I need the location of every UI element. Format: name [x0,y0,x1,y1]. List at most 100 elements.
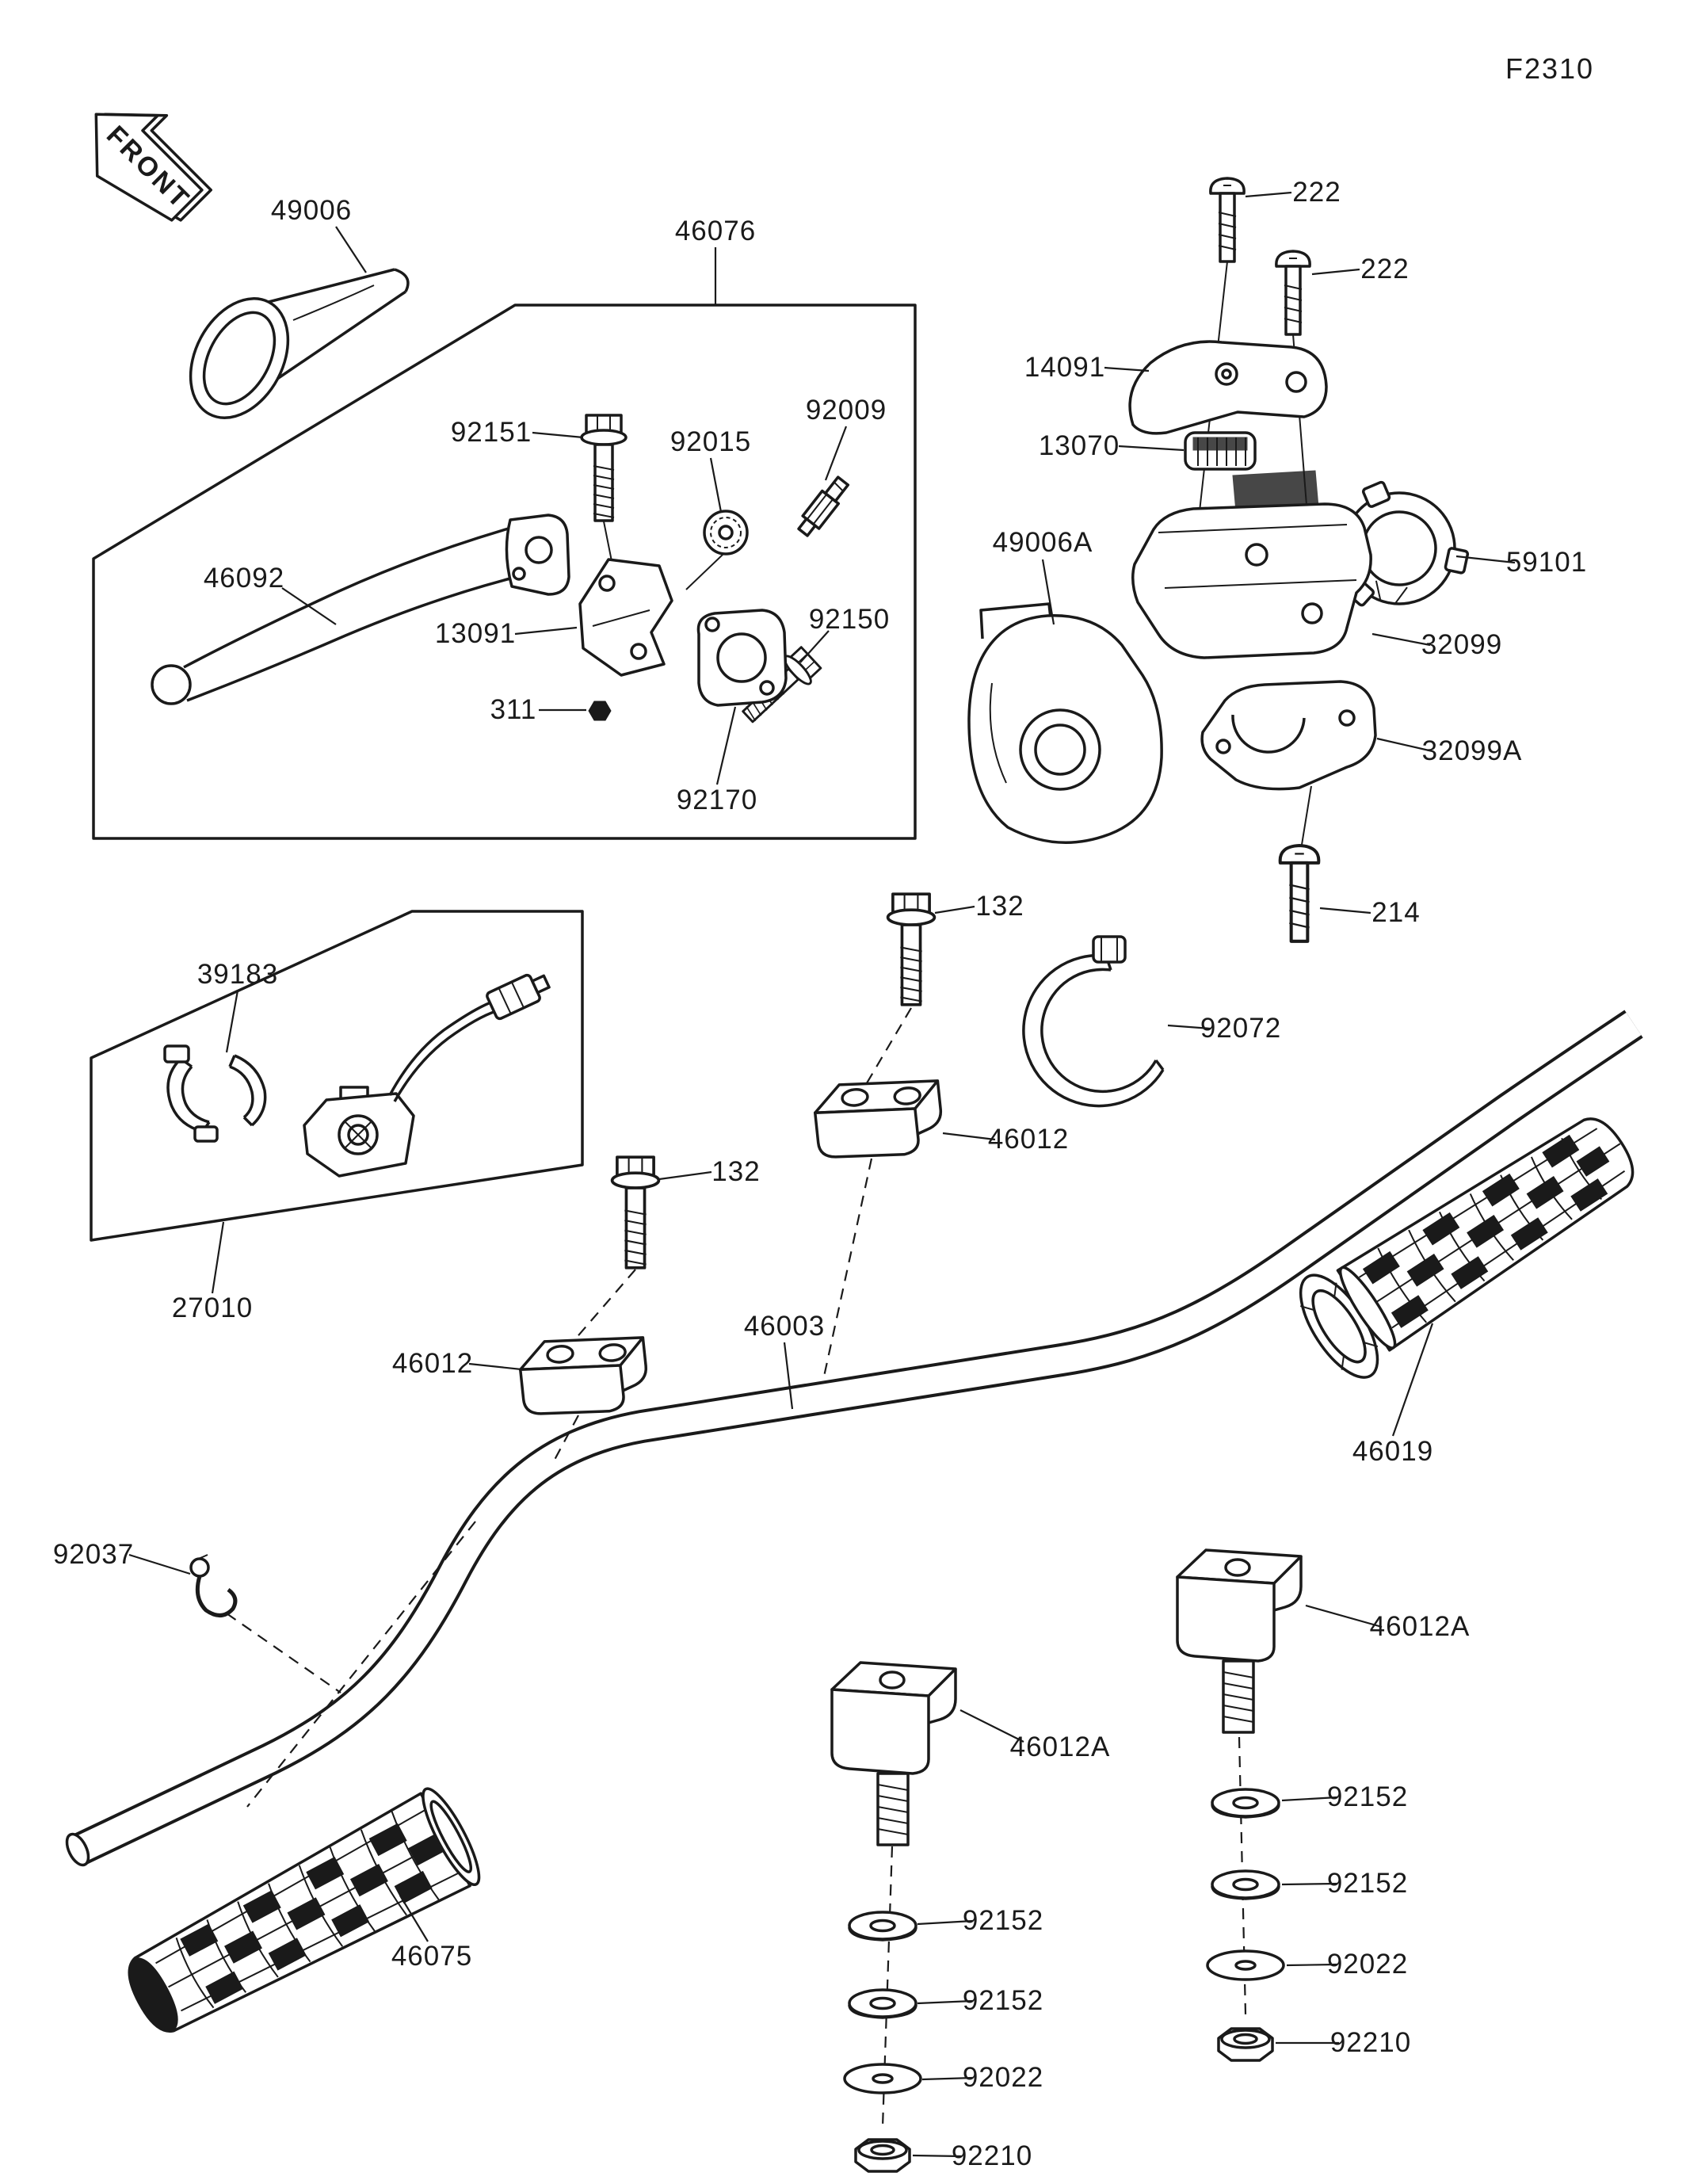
clamp-46012-b [516,1330,652,1422]
nut-92210-l [854,2138,911,2173]
part-label-92170-9: 92170 [676,785,758,815]
part-label-311-7: 311 [490,694,537,725]
screw-222-a [1209,177,1246,263]
part-label-92072-20: 92072 [1200,1013,1282,1044]
leader-line-132-23 [658,1170,712,1181]
leader-line-92210-38 [912,2154,963,2158]
part-label-222-11: 222 [1360,254,1410,284]
leader-line-92152-31 [1281,1796,1338,1802]
part-label-92015-3: 92015 [670,426,752,457]
lever-assy-box-46076 [92,304,917,840]
holder-46012a-right [1176,1548,1303,1734]
part-label-92152-35: 92152 [962,1905,1044,1936]
lever-boot-49006 [189,268,410,419]
part-label-92152-31: 92152 [1326,1781,1409,1812]
leader-line-46003-25 [783,1342,794,1410]
lever-holder-13091 [578,558,673,677]
leader-line-32099-16 [1371,632,1431,647]
leader-line-49006-0 [335,226,367,273]
guard-bracket-14091 [1128,340,1328,435]
leader-line-92037-28 [128,1553,191,1575]
switch-connector [486,973,551,1021]
part-label-32099-16: 32099 [1421,629,1503,660]
leader-line-13091-6 [514,626,578,636]
housing-32099 [1131,470,1372,659]
part-label-46012a-29: 46012A [1369,1611,1471,1642]
part-label-46012a-30: 46012A [1009,1732,1111,1762]
washer-92152-l1 [848,1911,917,1942]
part-label-132-23: 132 [711,1156,761,1187]
part-label-59101-15: 59101 [1505,547,1588,578]
leader-line-46092-5 [281,587,337,625]
bolt-132-a [886,892,937,1006]
part-label-32099a-17: 32099A [1421,735,1523,766]
part-label-92210-34: 92210 [1329,2027,1412,2058]
leader-line-214-18 [1319,907,1371,914]
knurled-nut-13070 [1184,431,1257,471]
nut-311 [588,701,612,721]
nut-92210-r [1217,2027,1274,2062]
leader-lines [128,191,1516,2158]
washer-92022-r [1206,1949,1285,1981]
part-label-46092-5: 46092 [203,563,285,594]
part-label-46075-39: 46075 [391,1941,473,1972]
leader-line-14091-12 [1104,366,1150,372]
part-label-92150-8: 92150 [808,604,891,635]
part-label-92022-37: 92022 [962,2062,1044,2093]
clamp-39183 [163,1044,267,1143]
part-label-92152-36: 92152 [962,1985,1044,2016]
screw-214 [1280,846,1319,941]
part-label-92152-32: 92152 [1326,1868,1409,1899]
part-label-49006a-14: 49006A [992,527,1093,558]
leader-line-59101-15 [1455,555,1516,564]
part-label-132-19: 132 [975,891,1024,922]
figure-code: F2310 [1505,52,1595,85]
handlebar-46003 [65,1010,1643,1867]
part-label-92210-38: 92210 [951,2140,1033,2171]
part-label-46003-25: 46003 [743,1311,826,1342]
leader-line-32099a-17 [1376,737,1433,753]
leader-line-132-19 [934,905,975,914]
part-label-214-18: 214 [1371,897,1421,928]
leader-line-92151-2 [532,431,584,439]
switch-box-27010 [90,910,584,1242]
part-label-13091-6: 13091 [434,618,517,649]
leader-line-27010-26 [211,1221,225,1294]
screw-222-b [1275,250,1311,336]
part-label-46012-21: 46012 [987,1124,1070,1155]
bolt-92151 [580,414,628,522]
leader-line-92072-20 [1167,1024,1211,1030]
leader-line-13070-13 [1118,445,1185,452]
front-arrow: FRONT [94,113,212,222]
housing-32099a [1200,680,1377,791]
leader-line-222-11 [1311,268,1360,276]
left-grip-46075 [128,1787,481,2033]
engine-stop-switch-27010 [303,973,551,1178]
clamp-46012-a [811,1073,947,1165]
part-label-222-10: 222 [1292,177,1341,208]
leader-line-39183-22 [225,990,239,1053]
part-label-14091-12: 14091 [1024,352,1106,383]
leader-line-92152-35 [917,1919,974,1926]
leader-line-92015-3 [709,457,723,513]
leader-line-92170-9 [715,706,737,785]
leader-line-92022-33 [1286,1963,1338,1967]
part-label-39183-22: 39183 [196,959,279,990]
leader-line-92150-8 [799,630,830,663]
leader-line-92152-36 [917,1999,974,2005]
leader-line-222-10 [1245,191,1292,198]
part-label-92151-2: 92151 [450,417,532,448]
adjuster-92009 [797,475,850,537]
holder-clamp-92170 [696,609,788,707]
part-label-92009-4: 92009 [805,395,887,426]
part-label-49006-0: 49006 [270,195,353,226]
leader-line-46012a-29 [1305,1604,1383,1628]
washer-92152-r2 [1211,1869,1280,1900]
leader-line-92022-37 [921,2076,974,2081]
leader-line-46012a-30 [959,1709,1024,1743]
leader-line-46012-24 [468,1362,522,1371]
part-label-92022-33: 92022 [1326,1949,1409,1980]
holder-46012a-left [830,1661,957,1846]
